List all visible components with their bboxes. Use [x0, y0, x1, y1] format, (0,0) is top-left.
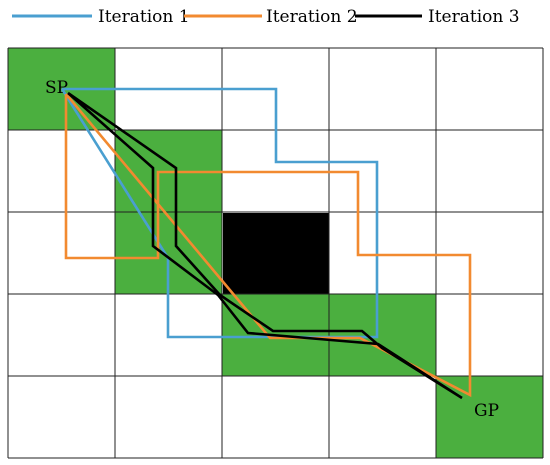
- grid-cell-free: [436, 294, 543, 376]
- grid-cell-free: [115, 376, 222, 458]
- start-point-label: SP: [45, 78, 68, 98]
- legend-label-iteration-3: Iteration 3: [428, 7, 520, 27]
- grid-cell-free: [329, 376, 436, 458]
- grid-cell-free: [329, 48, 436, 130]
- grid-cell-free: [436, 212, 543, 294]
- grid-cell-free: [8, 294, 115, 376]
- legend-label-iteration-1: Iteration 1: [98, 7, 190, 27]
- grid-cell-path: [329, 294, 436, 376]
- grid-cell-free: [436, 130, 543, 212]
- grid-lines: [7, 47, 544, 459]
- path-iteration-3: [67, 91, 463, 400]
- legend: Iteration 1 Iteration 2 Iteration 3: [12, 7, 520, 27]
- grid-cell-free: [329, 212, 436, 294]
- grid-cell-obstacle: [223, 213, 329, 294]
- goal-point-label: GP: [474, 401, 499, 421]
- grid-cell-free: [8, 376, 115, 458]
- legend-label-iteration-2: Iteration 2: [266, 7, 358, 27]
- grid-cell-free: [436, 48, 543, 130]
- grid-cell-free: [8, 130, 115, 212]
- path-iteration-2: [64, 93, 472, 398]
- grid-cell-path: [436, 376, 543, 458]
- grid-cell-free: [222, 376, 329, 458]
- grid-cell-free: [8, 212, 115, 294]
- path-iteration-1: [60, 87, 379, 339]
